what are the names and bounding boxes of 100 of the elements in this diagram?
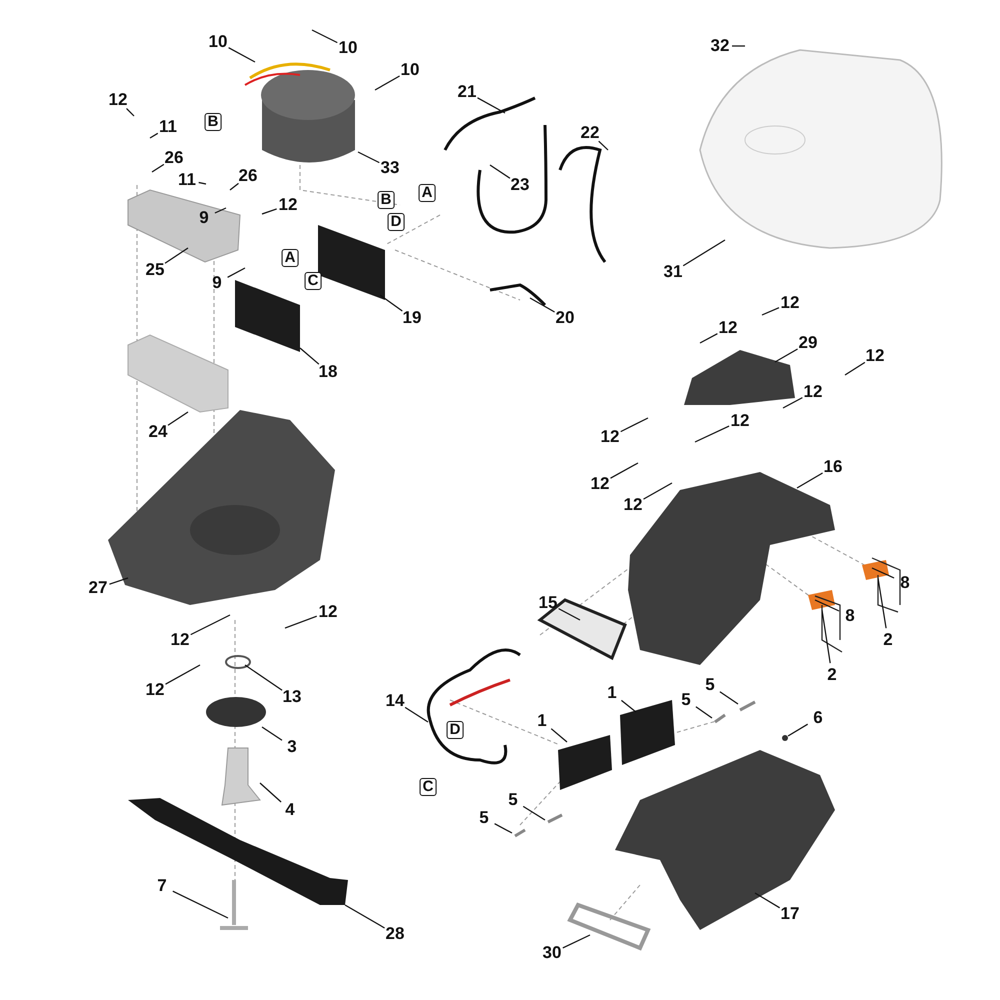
leader-line xyxy=(358,151,380,164)
leader-line xyxy=(814,599,840,612)
leader-line xyxy=(732,45,745,47)
callout-number: 13 xyxy=(282,688,302,706)
callout-number: 12 xyxy=(318,603,338,621)
callout-number: 12 xyxy=(718,319,738,337)
leader-line xyxy=(558,608,580,621)
callout-number: 9 xyxy=(199,209,209,227)
connector-letter: A xyxy=(418,184,436,202)
callout-number: 17 xyxy=(780,905,800,923)
callout-number: 23 xyxy=(510,176,530,194)
callout-number: 5 xyxy=(508,791,518,809)
leader-line xyxy=(700,333,718,344)
connector-letter: B xyxy=(378,191,394,209)
leader-line xyxy=(284,616,317,629)
leader-line xyxy=(754,892,780,908)
callout-number: 19 xyxy=(402,309,422,327)
leader-line xyxy=(562,934,590,948)
leader-line xyxy=(796,472,823,489)
leader-line xyxy=(230,182,239,190)
callout-number: 6 xyxy=(813,709,823,727)
connector-letter: D xyxy=(388,213,404,231)
leader-line xyxy=(877,578,887,628)
callout-number: 16 xyxy=(824,458,842,476)
callout-number: 20 xyxy=(556,309,574,327)
callout-number: 12 xyxy=(146,681,164,699)
callout-number: 12 xyxy=(170,631,190,649)
callout-number: 2 xyxy=(883,631,893,649)
callout-number: 15 xyxy=(538,594,558,612)
callout-number: 10 xyxy=(400,61,420,79)
callout-number: 12 xyxy=(278,196,298,214)
callout-number: 33 xyxy=(380,159,400,177)
connector-letter: A xyxy=(282,249,298,267)
leader-line xyxy=(228,47,256,63)
leader-line xyxy=(694,426,730,443)
callout-number: 5 xyxy=(479,809,489,827)
callout-number: 22 xyxy=(580,124,600,142)
connector-letter: D xyxy=(446,721,464,739)
connector-letter: C xyxy=(420,778,436,796)
callout-number: 26 xyxy=(164,149,184,167)
leader-line xyxy=(126,108,134,116)
callout-number: 11 xyxy=(178,171,196,189)
callout-number: 1 xyxy=(537,712,547,730)
callout-number: 12 xyxy=(590,475,610,493)
leader-line xyxy=(380,294,403,312)
leader-line xyxy=(164,248,188,264)
callout-number: 12 xyxy=(866,347,884,365)
callout-number: 9 xyxy=(212,274,222,292)
callout-number: 12 xyxy=(730,412,750,430)
callout-number: 2 xyxy=(827,666,837,684)
callout-number: 11 xyxy=(159,118,177,136)
callout-number: 12 xyxy=(600,428,620,446)
leader-line xyxy=(262,726,282,741)
leader-line xyxy=(477,97,506,114)
leader-line xyxy=(344,904,385,929)
callout-number: 12 xyxy=(108,91,128,109)
leader-line xyxy=(621,700,636,712)
leader-line xyxy=(494,823,512,834)
leader-line xyxy=(109,577,128,585)
leader-line xyxy=(262,208,277,215)
callout-number: 12 xyxy=(624,496,642,514)
leader-line xyxy=(643,482,672,500)
leader-line xyxy=(374,75,400,91)
callout-number: 4 xyxy=(285,801,295,819)
callout-number: 21 xyxy=(458,83,476,101)
callout-number: 7 xyxy=(157,877,167,895)
callout-number: 26 xyxy=(238,167,258,185)
leader-line xyxy=(198,182,206,185)
callout-number: 27 xyxy=(88,579,108,597)
connector-letter: C xyxy=(304,272,322,290)
leader-line xyxy=(682,239,726,266)
callout-number: 14 xyxy=(386,692,404,710)
callout-number: 25 xyxy=(146,261,164,279)
leader-line xyxy=(150,132,158,139)
leader-line xyxy=(550,728,568,742)
leader-line xyxy=(490,164,510,179)
leader-line xyxy=(530,297,555,313)
leader-line xyxy=(244,664,282,691)
leader-line xyxy=(788,724,808,737)
leader-line xyxy=(165,664,200,685)
callout-number: 12 xyxy=(780,294,800,312)
leader-line xyxy=(610,462,638,479)
leader-line xyxy=(522,806,546,820)
callout-number: 29 xyxy=(798,334,818,352)
leader-line xyxy=(312,29,338,44)
leader-line xyxy=(762,307,780,316)
callout-number: 5 xyxy=(705,676,715,694)
leader-line xyxy=(821,610,831,664)
leader-line xyxy=(172,890,228,919)
leader-line xyxy=(720,691,738,704)
callout-number: 5 xyxy=(681,691,691,709)
leader-line xyxy=(620,417,648,432)
callout-number: 3 xyxy=(287,738,297,756)
leader-line xyxy=(168,412,188,426)
callout-number: 31 xyxy=(664,263,682,281)
leader-line xyxy=(190,614,230,636)
callout-number: 8 xyxy=(900,574,910,592)
callout-number: 10 xyxy=(338,39,358,57)
leader-line xyxy=(872,567,894,579)
callout-number: 32 xyxy=(710,37,730,55)
